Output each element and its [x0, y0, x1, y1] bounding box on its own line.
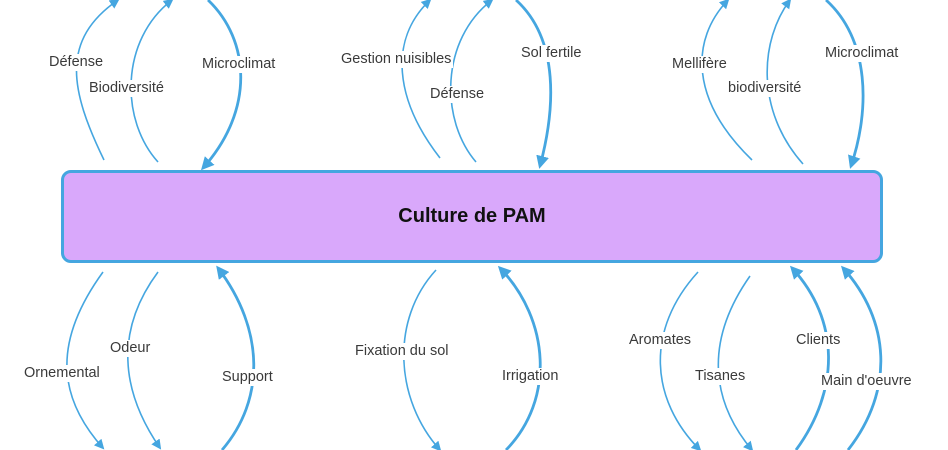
arrow-tisanes: [717, 275, 754, 450]
label-microclimat-2: Microclimat: [823, 45, 901, 62]
central-node-title: Culture de PAM: [398, 205, 546, 227]
label-mellifere: Mellifère: [670, 56, 729, 73]
arrow-clients: [789, 265, 830, 450]
arrow-aromates: [659, 271, 702, 450]
label-main-oeuvre: Main d'oeuvre: [819, 373, 914, 390]
label-gestion-nuisibles: Gestion nuisibles: [339, 51, 454, 68]
arrow-microclimat-1: [200, 0, 242, 171]
label-support: Support: [220, 369, 275, 386]
label-defense-1: Défense: [47, 54, 106, 71]
label-irrigation: Irrigation: [500, 368, 561, 385]
arrow-main-oeuvre: [840, 265, 883, 450]
label-odeur: Odeur: [108, 340, 153, 357]
arrow-sol-fertile: [515, 0, 553, 169]
arrow-ornemental: [66, 271, 105, 450]
arrow-gestion-nuisibles: [401, 0, 441, 159]
arrow-defense-2: [449, 0, 494, 163]
arrow-fixation-sol: [403, 269, 442, 450]
label-fixation-sol: Fixation du sol: [353, 343, 451, 360]
arrow-odeur: [127, 271, 162, 450]
arrow-support: [216, 265, 256, 450]
label-clients: Clients: [794, 332, 843, 349]
label-biodiversite-1: Biodiversité: [87, 80, 166, 97]
label-defense-2: Défense: [428, 86, 487, 103]
arrow-irrigation: [497, 265, 542, 450]
label-biodiversite-2: biodiversité: [726, 80, 804, 97]
label-aromates: Aromates: [627, 332, 694, 349]
label-microclimat-1: Microclimat: [200, 56, 278, 73]
label-ornemental: Ornemental: [22, 365, 102, 382]
central-node: Culture de PAM: [61, 170, 883, 263]
arrow-microclimat-2: [825, 0, 865, 169]
label-tisanes: Tisanes: [693, 368, 748, 385]
arrow-biodiversite-2: [766, 0, 804, 165]
label-sol-fertile: Sol fertile: [519, 45, 584, 62]
